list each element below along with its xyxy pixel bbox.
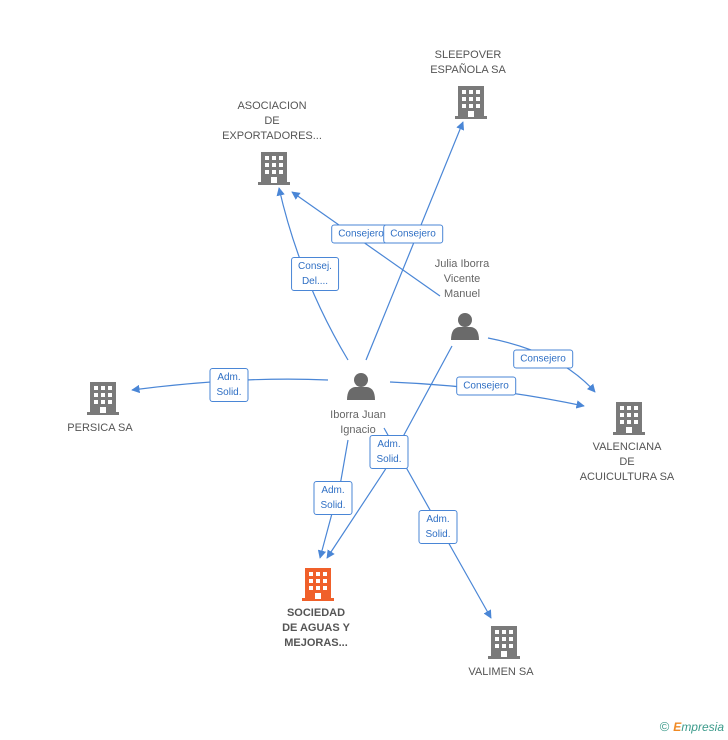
person-icon bbox=[451, 313, 479, 340]
edge-iborra-sociedad bbox=[317, 439, 349, 559]
edge-label-iborra-persica[interactable]: Adm. Solid. bbox=[209, 368, 249, 402]
edge-label-iborra-sociedad[interactable]: Adm. Solid. bbox=[313, 481, 353, 515]
edge-julia-sociedad bbox=[326, 345, 453, 559]
node-label-sociedad[interactable]: SOCIEDAD DE AGUAS Y MEJORAS... bbox=[282, 607, 350, 649]
building-icon bbox=[613, 402, 645, 435]
brand-name: mpresia bbox=[681, 719, 724, 734]
copyright-symbol: © bbox=[659, 719, 670, 734]
node-label-persica[interactable]: PERSICA SA bbox=[67, 422, 133, 434]
edge-label-julia-valenciana[interactable]: Consejero bbox=[513, 349, 573, 369]
edge-label-iborra-valenciana[interactable]: Consejero bbox=[456, 376, 516, 396]
node-label-iborra[interactable]: Iborra Juan Ignacio bbox=[330, 409, 386, 436]
edge-label-iborra-asociacion[interactable]: Consej. Del.... bbox=[291, 257, 339, 291]
brand-initial: E bbox=[673, 719, 682, 734]
edge-label-julia-sociedad[interactable]: Adm. Solid. bbox=[369, 435, 409, 469]
node-label-valenciana[interactable]: VALENCIANA DE ACUICULTURA SA bbox=[579, 441, 675, 483]
edge-label-julia-asociacion[interactable]: Consejero bbox=[331, 224, 391, 244]
node-label-asociacion[interactable]: ASOCIACION DE EXPORTADORES... bbox=[222, 100, 322, 142]
edge-label-iborra-sleepover[interactable]: Consejero bbox=[383, 224, 443, 244]
footer-brand: © Empresia bbox=[660, 719, 724, 734]
node-label-julia[interactable]: Julia Iborra Vicente Manuel bbox=[434, 258, 490, 300]
building-icon-highlighted bbox=[302, 568, 334, 601]
node-label-sleepover[interactable]: SLEEPOVER ESPAÑOLA SA bbox=[430, 49, 506, 76]
edge-julia-asociacion bbox=[291, 191, 441, 297]
edge-label-iborra-valimen[interactable]: Adm. Solid. bbox=[418, 510, 458, 544]
node-label-valimen[interactable]: VALIMEN SA bbox=[468, 666, 534, 678]
person-icon bbox=[347, 373, 375, 400]
building-icon bbox=[488, 626, 520, 659]
building-icon bbox=[455, 86, 487, 119]
building-icon bbox=[258, 152, 290, 185]
brand-logo[interactable]: Empresia bbox=[673, 720, 724, 734]
building-icon bbox=[87, 382, 119, 415]
